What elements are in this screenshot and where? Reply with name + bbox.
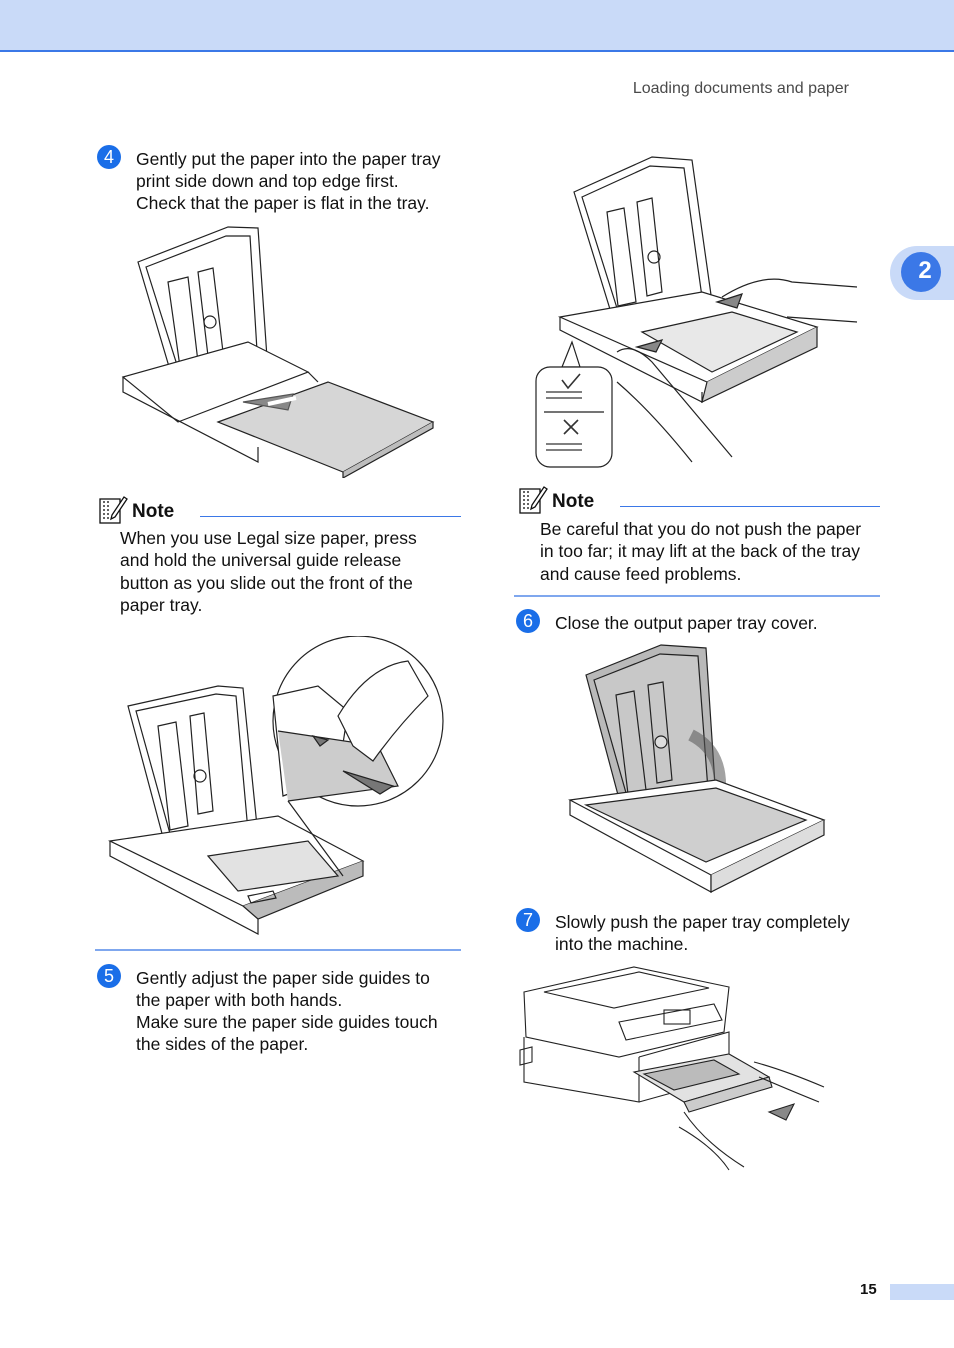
footer-tab (890, 1284, 954, 1300)
step-7-line-1: Slowly push the paper tray completely (555, 912, 850, 932)
check-icon (561, 373, 581, 390)
step-6-badge: 6 (516, 609, 540, 633)
step-5-line-4: the sides of the paper. (136, 1034, 309, 1054)
note-left-line-3: button as you slide out the front of the (120, 572, 413, 593)
step-5-text: Gently adjust the paper side guides to t… (136, 967, 466, 1055)
note-left-label: Note (132, 501, 175, 522)
note-left-rule (200, 516, 461, 517)
separator-right (514, 595, 880, 597)
step-5-line-2: the paper with both hands. (136, 990, 343, 1010)
separator-left (95, 949, 461, 951)
note-pencil-icon (519, 486, 548, 514)
illustration-tray-load-paper (118, 222, 440, 478)
top-band (0, 0, 954, 52)
note-left-line-4: paper tray. (120, 594, 203, 615)
note-left-text: When you use Legal size paper, press and… (120, 527, 460, 616)
step-5-line-1: Gently adjust the paper side guides to (136, 968, 430, 988)
note-right-rule (620, 506, 880, 507)
step-4-line-2: print side down and top edge first. (136, 171, 399, 191)
step-5-line-3: Make sure the paper side guides touch (136, 1012, 438, 1032)
illustration-push-tray-into-machine (514, 962, 830, 1172)
note-left-header: Note (98, 493, 461, 527)
step-7-badge: 7 (516, 908, 540, 932)
note-right-header: Note (518, 483, 880, 517)
chapter-tab: 2 (890, 246, 954, 300)
note-right-text: Be careful that you do not push the pape… (540, 518, 885, 585)
chapter-badge (901, 252, 941, 292)
page-header-title: Loading documents and paper (632, 80, 849, 97)
step-4-badge: 4 (97, 145, 121, 169)
note-left-line-2: and hold the universal guide release (120, 550, 402, 571)
note-right-line-2: in too far; it may lift at the back of t… (540, 541, 861, 562)
step-6-text: Close the output paper tray cover. (555, 612, 885, 634)
step-6-line-1: Close the output paper tray cover. (555, 613, 818, 633)
page-number: 15 (860, 1281, 877, 1298)
cross-icon (563, 419, 579, 435)
step-4-text: Gently put the paper into the paper tray… (136, 148, 466, 214)
step-7-line-2: into the machine. (555, 934, 689, 954)
note-right-line-1: Be careful that you do not push the pape… (540, 519, 862, 539)
step-5-badge: 5 (97, 964, 121, 988)
note-right-label: Note (552, 491, 595, 512)
step-4-line-3: Check that the paper is flat in the tray… (136, 193, 430, 213)
illustration-adjust-side-guides (532, 152, 862, 472)
step-7-text: Slowly push the paper tray completely in… (555, 911, 885, 955)
note-left-line-1: When you use Legal size paper, press (120, 528, 417, 548)
illustration-close-tray-cover (566, 640, 828, 895)
illustration-legal-size-tray (108, 636, 448, 936)
chapter-number: 2 (918, 257, 932, 284)
step-4-line-1: Gently put the paper into the paper tray (136, 149, 441, 169)
note-pencil-icon (99, 496, 128, 524)
note-right-line-3: and cause feed problems. (540, 563, 742, 584)
